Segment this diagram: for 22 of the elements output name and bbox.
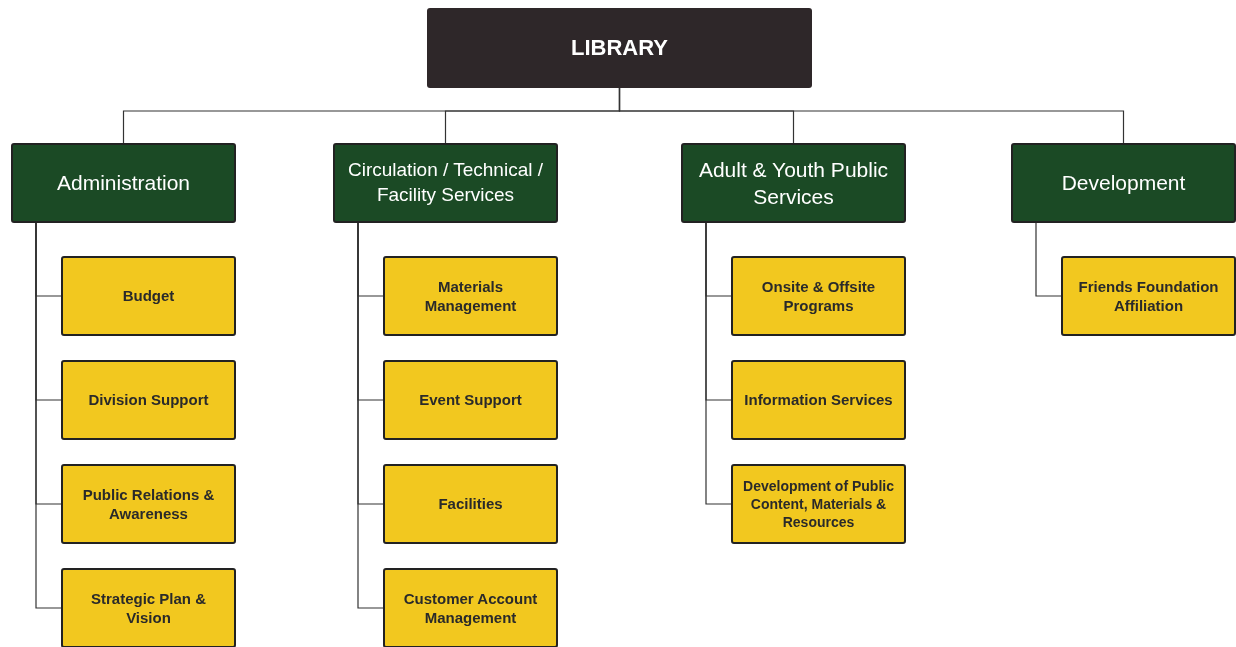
department-box: Circulation / Technical / Facility Services xyxy=(333,143,558,223)
department-box: Adult & Youth Public Services xyxy=(681,143,906,223)
unit-box: Information Services xyxy=(731,360,906,440)
unit-box: Facilities xyxy=(383,464,558,544)
connector-line xyxy=(705,222,732,505)
connector-line xyxy=(35,222,62,609)
unit-box: Budget xyxy=(61,256,236,336)
unit-box: Development of Public Content, Materials & Resources xyxy=(731,464,906,544)
unit-box: Materials Management xyxy=(383,256,558,336)
unit-box: Friends Foundation Affiliation xyxy=(1061,256,1236,336)
root-box: LIBRARY xyxy=(427,8,812,88)
unit-box: Division Support xyxy=(61,360,236,440)
unit-box: Strategic Plan & Vision xyxy=(61,568,236,647)
department-box: Development xyxy=(1011,143,1236,223)
connector-line xyxy=(1035,222,1062,297)
unit-box: Public Relations & Awareness xyxy=(61,464,236,544)
unit-box: Event Support xyxy=(383,360,558,440)
connector-line xyxy=(618,87,1125,144)
unit-box: Customer Account Management xyxy=(383,568,558,647)
department-box: Administration xyxy=(11,143,236,223)
connector-line xyxy=(357,222,384,609)
unit-box: Onsite & Offsite Programs xyxy=(731,256,906,336)
